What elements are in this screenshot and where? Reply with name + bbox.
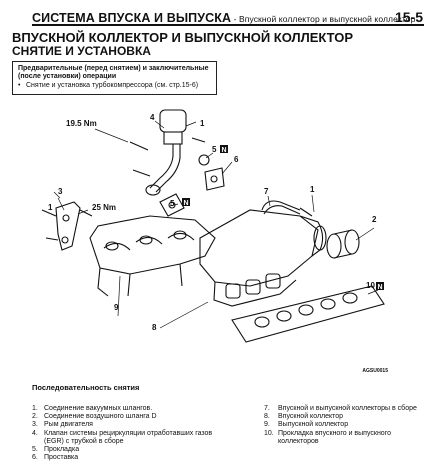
leader-2 xyxy=(355,227,375,241)
pre-post-heading: Предварительные (перед снятием) и заключ… xyxy=(18,65,209,81)
leader-3 xyxy=(57,197,65,211)
list-item: 10.Прокладка впускного и выпускного колл… xyxy=(264,429,391,445)
pre-post-item: Снятие и установка турбокомпрессора (см.… xyxy=(18,82,211,91)
leader-torque-2 xyxy=(77,209,89,215)
sequence-left-column: 1.Соединение вакуумных шлангов. 2.Соедин… xyxy=(32,405,222,462)
callout-6: 6 xyxy=(234,155,239,164)
leader-torque-1 xyxy=(94,128,129,143)
page-title: ВПУСКНОЙ КОЛЛЕКТОР И ВЫПУСКНОЙ КОЛЛЕКТОР xyxy=(12,30,354,45)
callout-10: 10 xyxy=(366,281,375,290)
list-item: 6.Проставка xyxy=(32,454,79,462)
callout-2: 2 xyxy=(372,215,377,224)
callout-5-mid: 5 xyxy=(170,199,175,208)
section-subtitle: - Впускной коллектор и выпускной коллект… xyxy=(231,14,416,24)
list-item: 4.Клапан системы рециркуляции отработавш… xyxy=(32,429,213,445)
leader-9 xyxy=(117,275,121,317)
spacer-drawing xyxy=(204,167,225,191)
sequence-title: Последовательность снятия xyxy=(32,383,140,392)
page-number: 15-5 xyxy=(394,9,423,25)
svg-text:N: N xyxy=(378,284,383,291)
leader-10 xyxy=(367,289,379,295)
leader-1b xyxy=(311,194,315,213)
leader-1a xyxy=(185,121,197,127)
callout-8: 8 xyxy=(152,323,157,332)
callout-9: 9 xyxy=(114,303,119,312)
engine-hanger-drawing xyxy=(55,201,81,251)
callout-4: 4 xyxy=(150,113,155,122)
list-item: 9.Выпускной коллектор xyxy=(264,421,349,429)
torque-label-19-5: 19.5 Nm xyxy=(66,119,97,128)
list-item: 1.Соединение вакуумных шлангов. xyxy=(32,405,153,412)
leader-8 xyxy=(159,301,209,329)
callout-1-top: 1 xyxy=(200,119,205,128)
list-item: 7.Впускной и выпускной коллекторы в сбор… xyxy=(264,405,417,412)
list-item: 5.Прокладка xyxy=(32,446,80,454)
section-title: СИСТЕМА ВПУСКА И ВЫПУСКА xyxy=(32,11,232,25)
leader-5b xyxy=(169,203,179,207)
list-item: 2.Соединение воздушного шланга D xyxy=(32,413,157,421)
manifold-gasket-drawing xyxy=(231,285,385,343)
air-hose-drawing xyxy=(326,229,360,259)
egr-valve-drawing xyxy=(145,109,187,217)
manifold-exploded-diagram: 4 1 5 6 5 3 1 7 1 2 10 9 8 19.5 Nm 25 Nm… xyxy=(41,109,385,343)
callout-3: 3 xyxy=(58,187,63,196)
callout-1-left: 1 xyxy=(48,203,53,212)
callout-1-right: 1 xyxy=(310,185,315,194)
list-item: 3.Рым двигателя xyxy=(32,421,93,429)
svg-text:N: N xyxy=(222,147,227,154)
replace-part-marks: N N N xyxy=(182,145,384,291)
leader-6 xyxy=(221,161,233,175)
sequence-right-column: 7.Впускной и выпускной коллекторы в сбор… xyxy=(264,405,424,446)
figure-code: AGSU0015 xyxy=(362,368,388,374)
exhaust-manifold-drawing xyxy=(89,215,216,297)
leader-4 xyxy=(154,120,165,129)
header-rule xyxy=(32,24,424,26)
section-header: СИСТЕМА ВПУСКА И ВЫПУСКА - Впускной колл… xyxy=(32,11,415,25)
callout-7: 7 xyxy=(264,187,269,196)
callout-5-top: 5 xyxy=(212,145,217,154)
pre-post-operations-box: Предварительные (перед снятием) и заключ… xyxy=(12,61,217,95)
intake-manifold-drawing xyxy=(199,209,327,307)
svg-text:N: N xyxy=(184,200,189,207)
torque-label-25: 25 Nm xyxy=(92,203,116,212)
page-subtitle: СНЯТИЕ И УСТАНОВКА xyxy=(12,44,151,58)
list-item: 8.Впускной коллектор xyxy=(264,413,344,421)
leader-5a xyxy=(205,152,214,159)
leader-7 xyxy=(267,195,271,207)
